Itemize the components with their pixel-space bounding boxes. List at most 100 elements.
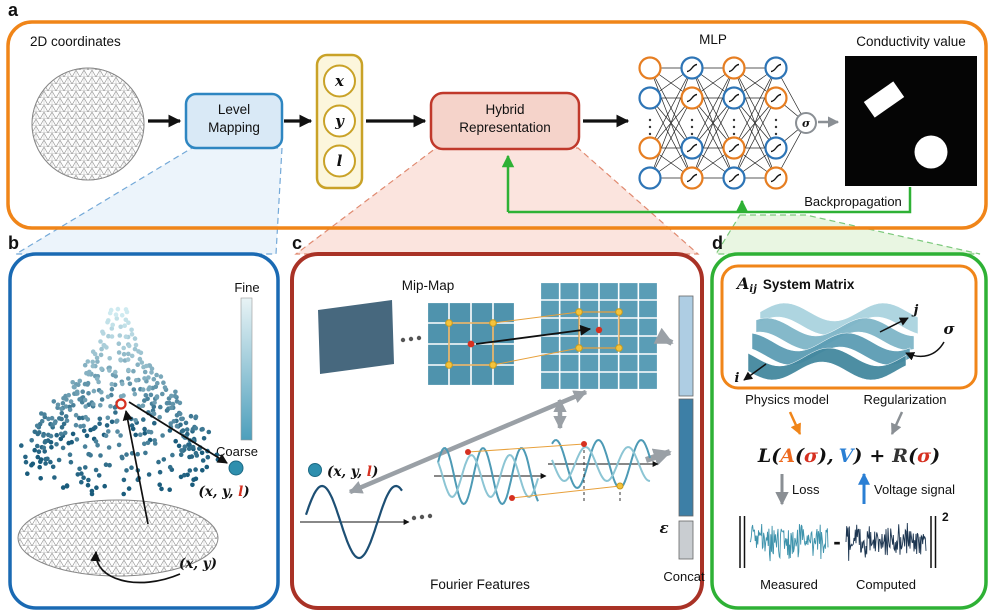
f-sigma1: σ — [804, 445, 819, 467]
f-plus: + — [869, 445, 885, 467]
computed-label: Computed — [856, 577, 916, 592]
norm-exponent: 2 — [942, 510, 949, 524]
grid-to-grid-arrow — [475, 324, 592, 345]
hybrid-box — [429, 91, 581, 151]
matrix-sub: ij — [749, 284, 757, 295]
physics-model-label: Physics model — [745, 392, 829, 407]
mlp-network — [638, 56, 817, 190]
measured-label: Measured — [760, 577, 818, 592]
f-p5: ) — [930, 445, 940, 467]
f-A: A — [778, 445, 795, 467]
query-double-arrow — [348, 389, 588, 495]
concat-segment-fourier — [678, 398, 694, 517]
f-V: V — [839, 445, 856, 467]
xyl-label-b: (x, y, l) — [198, 484, 249, 500]
mlp-title: MLP — [699, 32, 727, 47]
f-comma: , — [826, 445, 834, 467]
hybrid-label-2: Representation — [459, 120, 551, 135]
concat-segment-epsilon — [678, 520, 694, 560]
f-p4: ( — [908, 445, 918, 467]
xyl-l-b: l — [238, 484, 243, 500]
system-matrix-surface — [747, 302, 919, 381]
level-mapping-label-2: Mapping — [208, 120, 260, 135]
conductivity-image — [845, 56, 977, 186]
mesh-circle — [31, 67, 145, 181]
backprop-path — [508, 187, 912, 214]
xyl-label-c: (x, y, l) — [327, 464, 378, 480]
loss-label: Loss — [792, 482, 820, 497]
f-R: R — [891, 445, 908, 467]
selected-point — [115, 398, 127, 410]
input-x-label: x — [334, 72, 345, 90]
input-x-circle — [323, 64, 356, 98]
signal-waveforms — [749, 522, 927, 562]
level-pyramid-points — [19, 306, 221, 497]
sigma-label-d: σ — [943, 320, 955, 338]
level-mapping-label-1: Level — [218, 102, 250, 117]
xy-label: (x, y) — [179, 556, 217, 572]
fourier-waves — [304, 438, 651, 560]
xyl-prefix-c: (x, y, — [327, 464, 367, 480]
base-mesh-ellipse — [17, 499, 219, 577]
sigma-node-label: σ — [802, 117, 811, 130]
matrix-title-text: System Matrix — [763, 277, 855, 292]
input-l-circle — [323, 144, 356, 178]
axis-j-arrow — [879, 317, 909, 333]
mesh-to-point-arrow — [122, 409, 149, 525]
input-y-circle — [323, 104, 356, 138]
minus-sign: - — [833, 529, 840, 554]
grid-to-concat-arrow — [653, 327, 674, 346]
hybrid-label-1: Hybrid — [485, 102, 524, 117]
fourier-label: Fourier Features — [430, 577, 530, 592]
panel-b-box — [8, 252, 280, 610]
inclusion-bar — [863, 81, 905, 118]
mipmap-coarse-plane — [318, 300, 394, 374]
query-point-dot — [308, 463, 322, 477]
f-p1: ( — [795, 445, 805, 467]
backprop-label: Backpropagation — [804, 194, 902, 209]
axis-i-label: i — [735, 371, 740, 386]
concat-label: Concat — [663, 569, 705, 584]
panel-a-label: a — [8, 0, 19, 20]
f-L: L( — [757, 445, 781, 467]
panel-c-label: c — [292, 233, 302, 253]
sigma-to-surface-arrow — [905, 341, 945, 361]
level-mapping-box — [184, 92, 284, 150]
coarse-label: Coarse — [216, 444, 258, 459]
norm-bars-left — [739, 516, 746, 568]
f-p3: ) — [852, 445, 862, 467]
physics-arrow — [788, 411, 802, 436]
level-sample-dot — [228, 460, 244, 476]
mipmap-title: Mip-Map — [402, 278, 455, 293]
regularization-label: Regularization — [863, 392, 946, 407]
regularization-arrow — [890, 411, 904, 436]
xy-to-mesh-arrow — [90, 550, 181, 584]
panel-d-box — [710, 252, 988, 610]
connector-backprop — [714, 214, 981, 255]
level-colorbar — [240, 297, 253, 441]
axis-i-arrow — [743, 363, 767, 381]
norm-bars-right — [930, 516, 937, 568]
input-y-label: y — [334, 112, 345, 130]
f-p2: ) — [817, 445, 827, 467]
panel-c-box — [290, 252, 704, 610]
f-sigma2: σ — [917, 445, 932, 467]
inclusion-circle — [914, 135, 948, 169]
voltage-label: Voltage signal — [874, 482, 955, 497]
xyl-prefix-b: (x, y, — [198, 484, 238, 500]
xyl-l-c: l — [367, 464, 372, 480]
xyl-close-c: ) — [371, 464, 378, 480]
loss-formula: L(A(σ),V)+R(σ) — [757, 445, 940, 467]
ellipsis-dots-grids — [400, 335, 422, 343]
xyl-close-b: ) — [242, 484, 249, 500]
epsilon-label: ε — [659, 519, 668, 537]
conductivity-caption: Conductivity value — [856, 34, 966, 49]
wave-to-concat-arrow — [645, 448, 672, 466]
bilinear-sample-points — [445, 308, 623, 369]
input-l-label: l — [337, 152, 343, 170]
panel-d-label: d — [712, 233, 723, 253]
axis-j-label: j — [911, 303, 919, 318]
ellipsis-dots-waves — [411, 513, 433, 521]
